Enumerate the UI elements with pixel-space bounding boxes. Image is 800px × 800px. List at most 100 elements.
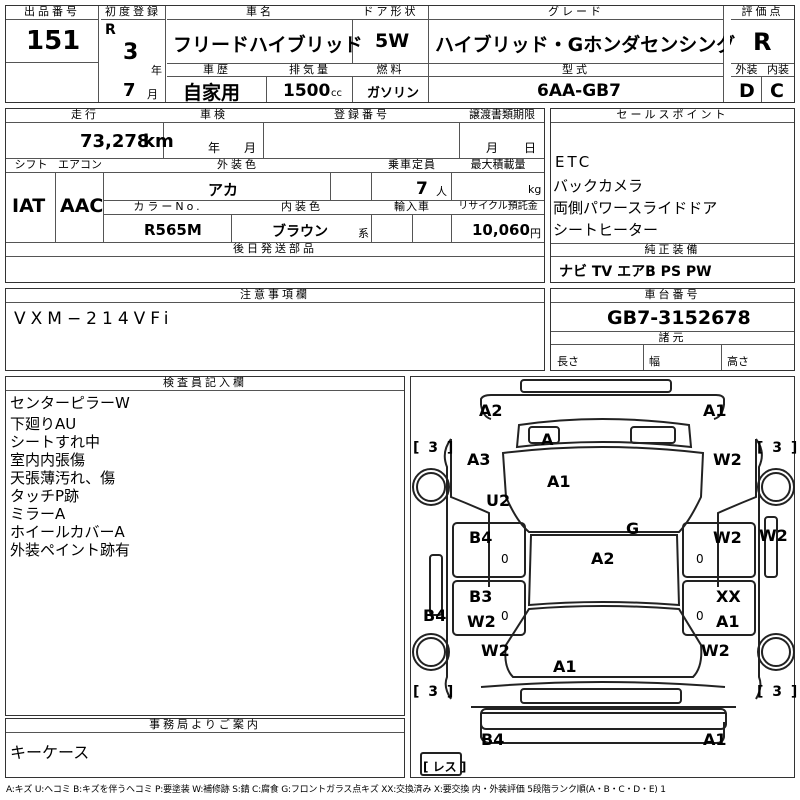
inspector-label: 検査員記入欄: [6, 377, 404, 391]
model: 6AA-GB7: [537, 81, 621, 101]
damage-mark: W2: [481, 641, 510, 660]
ext-score: D: [739, 80, 755, 102]
score-label: 評価点: [731, 6, 794, 20]
car-outline: [412, 379, 795, 776]
inspector-line: ホイールカバーA: [10, 523, 125, 541]
details-block: 走行 73,278 km 車検 年 月 登録番号 譲渡書類期限 月 日 シフト …: [5, 108, 545, 283]
zero-mark: 0: [696, 609, 704, 623]
inspection-month-unit: 月: [244, 141, 257, 155]
sales-point-item: シートヒーター: [553, 221, 659, 239]
int-label: 内装: [762, 64, 794, 77]
displacement-label: 排気量: [267, 64, 353, 77]
width-label: 幅: [649, 355, 660, 368]
damage-mark: A3: [467, 450, 491, 469]
tire-rear-right: [ 3 ]: [757, 684, 800, 700]
capacity-label: 乗車定員: [372, 159, 452, 173]
max-load-label: 最大積載量: [452, 159, 544, 173]
int-color: ブラウン: [272, 224, 328, 240]
int-color-unit: 系: [358, 227, 369, 240]
int-color-label: 内装色: [232, 201, 372, 215]
zero-mark: 0: [696, 552, 704, 566]
capacity-unit: 人: [436, 185, 447, 198]
reg-year: 3: [123, 40, 139, 65]
damage-mark: A1: [716, 612, 740, 631]
notes-label: 注意事項欄: [6, 289, 544, 303]
spare-tire: [ レス ]: [423, 760, 467, 774]
shift: IAT: [12, 195, 46, 217]
month-unit: 月: [147, 88, 158, 101]
mileage-label: 走行: [6, 109, 164, 123]
damage-mark: A1: [703, 730, 727, 749]
damage-mark: W2: [713, 528, 742, 547]
lot-number-label: 出品番号: [6, 6, 98, 20]
year-unit: 年: [151, 64, 162, 77]
chassis-label: 車台番号: [551, 289, 794, 303]
ext-color-label: 外装色: [104, 159, 372, 173]
zero-mark: 0: [501, 609, 509, 623]
reg-month: 7: [123, 80, 136, 101]
inspector-block: 検査員記入欄 センターピラーW 下廻りAU シートすれ中 室内内張傷 天張薄汚れ…: [5, 376, 405, 716]
inspection-year-unit: 年: [208, 141, 221, 155]
fuel: ガソリン: [367, 86, 420, 101]
ext-label: 外装: [731, 64, 762, 77]
damage-mark: U2: [486, 491, 511, 510]
damage-mark: W2: [759, 526, 788, 545]
damage-mark: W2: [713, 450, 742, 469]
notes-block: 注意事項欄 VXM−214VFi: [5, 288, 545, 371]
shift-label: シフト: [6, 159, 56, 173]
recycle-label: リサイクル預託金: [452, 201, 544, 215]
sales-points-block: セールスポイント ETC バックカメラ 両側パワースライドドア シートヒーター …: [550, 108, 795, 283]
displacement-unit: cc: [331, 88, 342, 99]
inspector-line: ミラーA: [10, 505, 66, 523]
equipment-value: ナビ TV エアB PS PW: [559, 264, 712, 280]
length-label: 長さ: [557, 355, 579, 368]
car-name: フリードハイブリッド: [173, 34, 363, 56]
damage-mark: A2: [591, 549, 615, 568]
inspector-line: センターピラーW: [10, 394, 130, 412]
ac: AAC: [60, 195, 104, 217]
import-label: 輸入車: [372, 201, 452, 215]
inspector-line: 室内内張傷: [10, 451, 86, 469]
ac-label: エアコン: [56, 158, 104, 173]
model-label: 型式: [429, 64, 723, 77]
transfer-month: 月: [486, 141, 499, 155]
damage-mark: A1: [553, 657, 577, 676]
fuel-label: 燃料: [353, 64, 428, 77]
equipment-label: 純正装備: [551, 243, 794, 257]
damage-mark: A2: [479, 401, 503, 420]
mileage-unit: km: [143, 131, 174, 152]
inspector-line: シートすれ中: [10, 433, 101, 451]
tire-front-right: [ 3 ]: [757, 440, 800, 456]
damage-mark: XX: [716, 587, 741, 606]
sales-point-item: 両側パワースライドドア: [553, 199, 718, 217]
transfer-day: 日: [524, 141, 537, 155]
score: R: [753, 28, 772, 56]
recycle-unit: 円: [530, 227, 541, 240]
doors: 5W: [375, 30, 410, 52]
chassis-number: GB7-3152678: [607, 307, 751, 329]
max-load-unit: kg: [528, 183, 542, 196]
recycle: 10,060: [472, 221, 530, 239]
height-label: 高さ: [727, 355, 749, 368]
capacity: 7: [416, 179, 428, 199]
office-block: 事務局よりご案内 キーケース: [5, 718, 405, 778]
color-no: R565M: [144, 221, 202, 239]
damage-mark: B4: [481, 730, 505, 749]
history: 自家用: [183, 82, 241, 104]
ext-color: アカ: [208, 181, 239, 199]
inspector-line: 下廻りAU: [10, 415, 77, 433]
damage-mark: A1: [703, 401, 727, 420]
damage-mark: A1: [547, 472, 571, 491]
sales-point-item: ETC: [555, 153, 593, 171]
displacement: 1500: [283, 81, 331, 101]
history-label: 車歴: [167, 64, 267, 77]
plate-label: 登録番号: [264, 109, 460, 123]
chassis-block: 車台番号 GB7-3152678 諸元 長さ 幅 高さ: [550, 288, 795, 371]
office-value: キーケース: [10, 743, 90, 762]
damage-mark: B4: [469, 528, 493, 547]
inspector-line: タッチP跡: [10, 487, 80, 505]
damage-mark: B4: [423, 606, 447, 625]
later-parts-label: 後日発送部品: [6, 243, 544, 257]
transfer-label: 譲渡書類期限: [460, 109, 544, 123]
tire-rear-left: [ 3 ]: [413, 684, 456, 700]
